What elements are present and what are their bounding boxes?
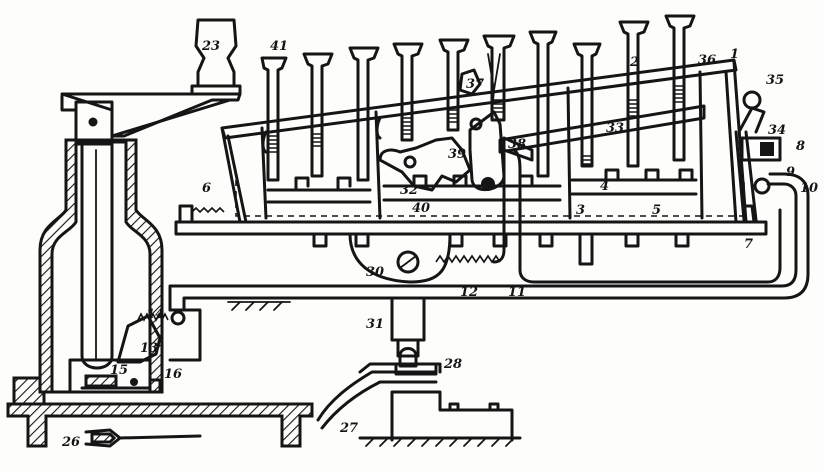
label-10: 10 xyxy=(800,181,818,196)
label-3: 3 xyxy=(576,203,585,218)
key-4 xyxy=(392,42,424,142)
post-31 xyxy=(390,296,426,368)
label-30: 30 xyxy=(366,265,384,280)
escapement-39 xyxy=(378,53,534,192)
label-11: 11 xyxy=(508,285,526,300)
label-36: 36 xyxy=(698,53,716,68)
label-34: 34 xyxy=(768,123,786,138)
label-4: 4 xyxy=(600,179,609,194)
label-5: 5 xyxy=(652,203,661,218)
label-23: 23 xyxy=(201,39,220,54)
key-9 xyxy=(618,20,650,168)
key-2 xyxy=(302,52,334,178)
pedal-linkage xyxy=(316,362,442,430)
key-8 xyxy=(572,42,602,168)
key-7 xyxy=(528,30,558,178)
label-40: 40 xyxy=(412,201,430,216)
label-12: 12 xyxy=(460,285,478,300)
key-3 xyxy=(348,46,380,182)
label-33: 33 xyxy=(606,121,624,136)
label-8: 8 xyxy=(796,139,805,154)
treadle-26 xyxy=(84,428,202,448)
key-6 xyxy=(482,34,516,122)
right-mechanism xyxy=(734,90,782,224)
label-26: 26 xyxy=(61,435,80,450)
key-1 xyxy=(260,56,288,182)
key-stops xyxy=(294,168,694,192)
support-block xyxy=(390,390,514,442)
label-27: 27 xyxy=(339,421,358,436)
label-13: 13 xyxy=(140,341,158,356)
label-28: 28 xyxy=(443,357,462,372)
label-31: 31 xyxy=(366,317,384,332)
keyboard-frame xyxy=(174,58,768,236)
label-9: 9 xyxy=(786,165,795,180)
label-39: 39 xyxy=(448,147,466,162)
keys xyxy=(260,14,696,182)
label-14: 14 xyxy=(146,307,164,322)
key-10 xyxy=(664,14,696,162)
label-16: 16 xyxy=(164,367,182,382)
label-2: 2 xyxy=(629,55,639,70)
top-arm xyxy=(60,18,242,138)
bolt-6 xyxy=(178,204,225,224)
label-38: 38 xyxy=(508,137,526,152)
callout-labels: 23 41 37 2 36 1 35 34 8 9 10 7 33 4 3 5 … xyxy=(61,39,818,450)
key-5 xyxy=(438,38,470,132)
ground-line xyxy=(358,436,522,447)
label-7: 7 xyxy=(744,237,753,252)
lever-arm-11 xyxy=(168,172,810,362)
label-32: 32 xyxy=(400,183,418,198)
label-37: 37 xyxy=(466,77,484,92)
label-6: 6 xyxy=(202,181,211,196)
label-35: 35 xyxy=(766,73,784,88)
bar-33 xyxy=(498,104,706,154)
label-15: 15 xyxy=(110,363,128,378)
label-41: 41 xyxy=(270,39,288,54)
escapement-13-16 xyxy=(68,310,186,394)
link-loop xyxy=(348,148,782,284)
label-1: 1 xyxy=(730,47,739,62)
